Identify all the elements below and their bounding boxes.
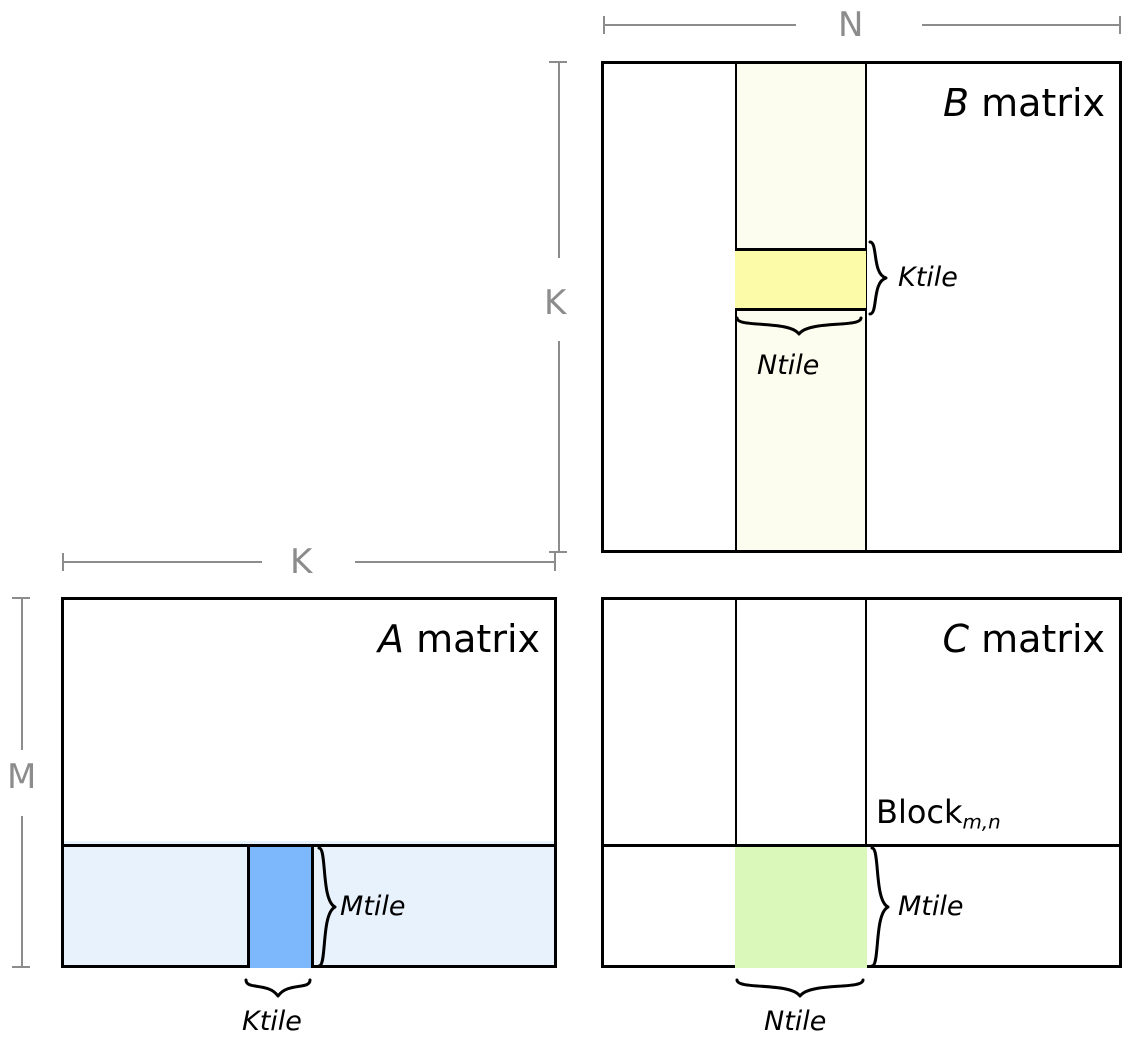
b-matrix-title: B matrix [943,84,1105,122]
b-ntile-brace [735,314,864,340]
c-matrix-title: C matrix [943,620,1106,658]
dimension-k-horizontal-rule-left [63,561,262,563]
a-ktile-brace [244,976,312,1002]
b-ktile-label: Ktile [898,262,958,293]
dimension-n-cap-left [603,16,605,34]
dimension-m-cap-bottom [12,966,30,968]
c-matrix-divider-left [735,600,737,965]
dimension-m-rule-top [21,598,23,750]
dimension-m-label: M [7,757,37,797]
b-ntile-label: Ntile [757,350,820,381]
b-matrix-box: B matrix [601,61,1122,553]
a-mtile-brace [315,846,341,968]
dimension-n-cap-right [1119,16,1121,34]
dimension-m-cap-top [12,597,30,599]
a-mtile-label: Mtile [340,891,406,922]
a-matrix-tile [247,847,314,968]
dimension-k-horizontal-rule-right [355,561,555,563]
dimension-n-label: N [838,5,864,45]
c-ntile-brace [735,976,865,1002]
c-block-annotation-text: Block [876,793,963,831]
c-matrix-row-divider [604,844,1119,847]
c-mtile-brace [868,846,894,968]
dimension-k-horizontal-cap-right [554,553,556,571]
c-matrix-tile [735,847,867,968]
b-matrix-title-symbol: B [942,81,970,125]
dimension-n-rule-right [922,24,1120,26]
a-ktile-label: Ktile [242,1006,302,1037]
c-matrix-divider-right [865,600,867,965]
dimension-k-horizontal-label: K [290,542,313,582]
a-matrix-row-divider [64,844,554,847]
a-matrix-title: A matrix [378,620,540,658]
dimension-k-vertical-rule-top [558,62,560,258]
c-block-annotation-subscript: m,n [962,810,1001,834]
c-ntile-label: Ntile [764,1006,827,1037]
c-matrix-box: C matrix Blockm,n [601,597,1122,968]
a-matrix-box: A matrix [61,597,557,968]
dimension-k-vertical-rule-bottom [558,341,560,553]
b-matrix-divider-right [865,64,867,550]
dimension-m-rule-bottom [21,816,23,968]
a-matrix-title-word: matrix [404,617,540,661]
a-matrix-title-symbol: A [378,617,405,661]
dimension-k-vertical-cap-top [549,61,567,63]
b-ktile-brace [866,240,892,316]
dimension-n-rule-left [604,24,796,26]
b-matrix-tile [735,248,866,311]
b-matrix-title-word: matrix [969,81,1105,125]
c-mtile-label: Mtile [898,891,964,922]
c-matrix-title-word: matrix [969,617,1105,661]
c-block-annotation: Blockm,n [876,796,1001,832]
c-matrix-title-symbol: C [942,617,970,661]
dimension-k-horizontal-cap-left [62,553,64,571]
dimension-k-vertical-label: K [544,283,567,323]
dimension-k-vertical-cap-bottom [549,551,567,553]
